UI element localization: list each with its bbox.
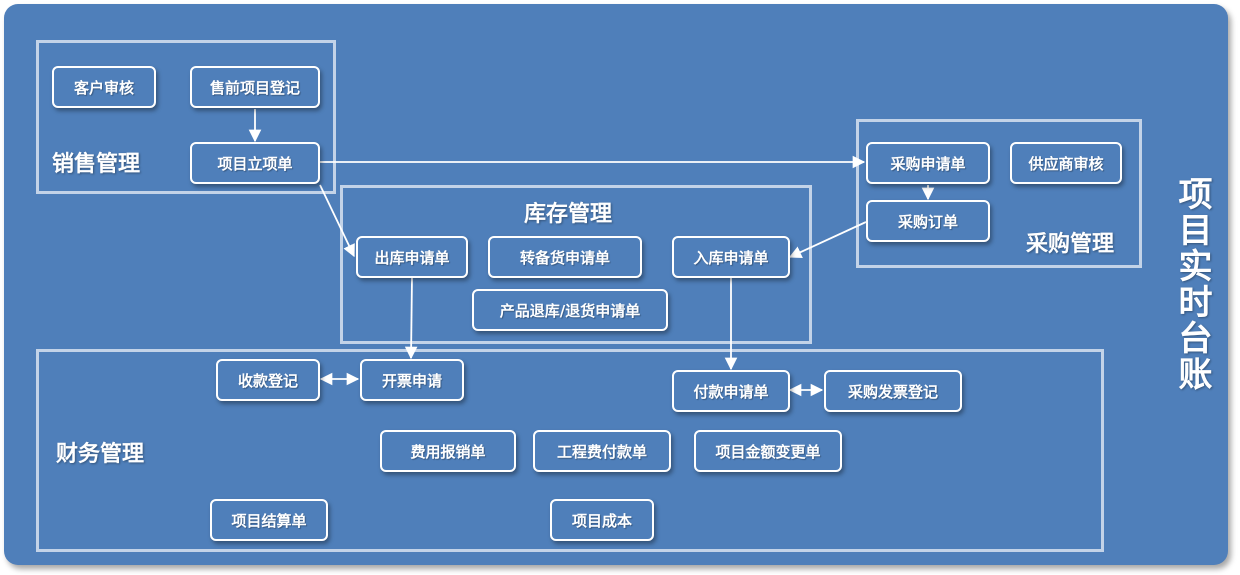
sales-group [36, 40, 336, 194]
outbound-request-node[interactable]: 出库申请单 [356, 236, 468, 278]
project-settlement-node[interactable]: 项目结算单 [210, 499, 328, 541]
receipt-register-node[interactable]: 收款登记 [216, 359, 320, 401]
purchase-group-title: 采购管理 [1026, 232, 1115, 257]
presale-register-node[interactable]: 售前项目登记 [190, 66, 320, 108]
arrow-outbound-to-invoice [404, 276, 418, 360]
finance-group-title: 财务管理 [56, 442, 145, 467]
arrow-order-to-inbound [788, 221, 867, 258]
finance-group [36, 349, 1104, 552]
transfer-request-node[interactable]: 转备货申请单 [488, 236, 642, 278]
inventory-group [340, 185, 812, 344]
customer-review-node[interactable]: 客户审核 [52, 66, 156, 108]
purchase-order-node[interactable]: 采购订单 [866, 200, 990, 242]
inventory-group-title: 库存管理 [524, 202, 613, 227]
purchase-request-node[interactable]: 采购申请单 [866, 142, 990, 184]
sales-group-title: 销售管理 [52, 152, 141, 177]
inbound-request-node[interactable]: 入库申请单 [672, 236, 790, 278]
return-request-node[interactable]: 产品退库/退货申请单 [472, 289, 668, 331]
supplier-review-node[interactable]: 供应商审核 [1010, 142, 1122, 184]
ledger-title: 项目实时台账 [1172, 176, 1212, 392]
purchase-group [856, 119, 1142, 268]
arrow-approval-to-outbound [319, 184, 355, 258]
project-approval-node[interactable]: 项目立项单 [190, 142, 320, 184]
payment-request-node[interactable]: 付款申请单 [672, 370, 790, 412]
purchase-invoice-register-node[interactable]: 采购发票登记 [824, 370, 962, 412]
invoice-request-node[interactable]: 开票申请 [360, 359, 464, 401]
expense-claim-node[interactable]: 费用报销单 [380, 430, 516, 472]
project-cost-node[interactable]: 项目成本 [550, 499, 654, 541]
engineering-payment-node[interactable]: 工程费付款单 [533, 430, 671, 472]
amount-change-node[interactable]: 项目金额变更单 [694, 430, 842, 472]
